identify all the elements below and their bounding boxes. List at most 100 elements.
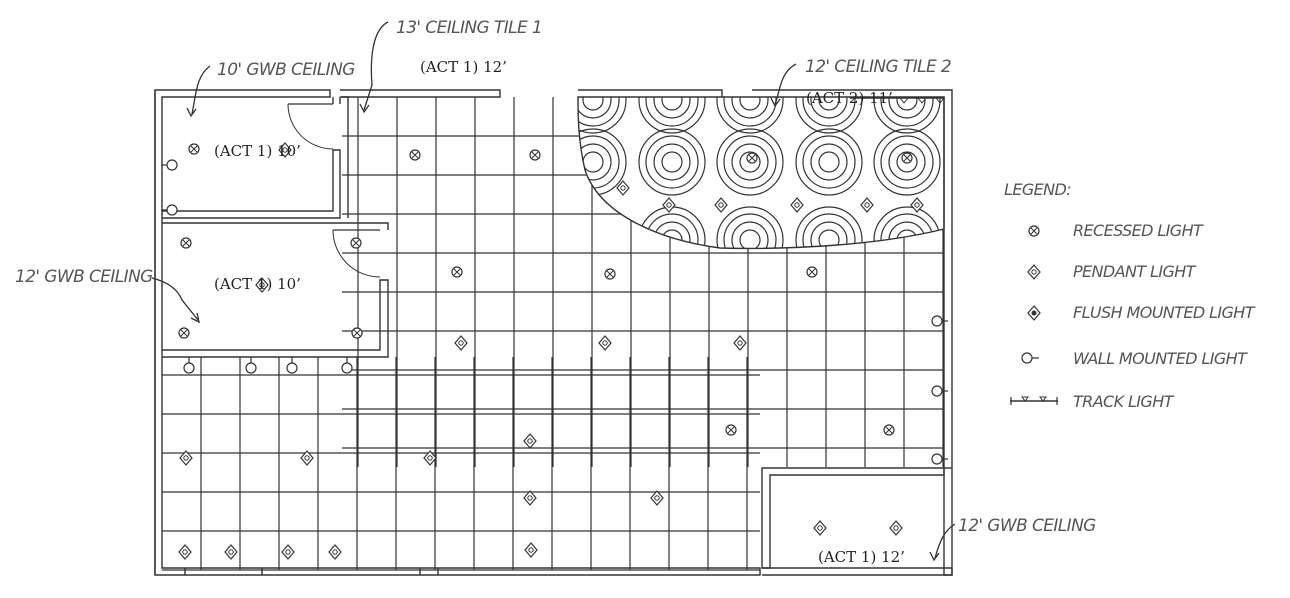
door-room-1 bbox=[287, 103, 334, 150]
recessed-light-icon bbox=[188, 143, 200, 155]
pendant-light-icon bbox=[790, 197, 804, 213]
pendant-light-icon bbox=[889, 520, 903, 536]
ceiling-tile-circle bbox=[739, 97, 761, 111]
ceiling-tile-circle bbox=[802, 213, 856, 249]
recessed-light-icon bbox=[351, 327, 363, 339]
wall-mounted-light-icon bbox=[341, 357, 353, 374]
pendant-light-icon bbox=[523, 433, 537, 449]
ceiling-tile-circle bbox=[578, 97, 627, 134]
wall-mounted-light-icon bbox=[245, 357, 257, 374]
pendant-light-icon bbox=[1027, 264, 1041, 280]
wall-mounted-light-icon bbox=[931, 453, 948, 465]
recessed-light-icon bbox=[1028, 225, 1040, 237]
ceiling-tile-circle bbox=[578, 143, 612, 181]
light-fixtures bbox=[161, 142, 948, 560]
wall-mounted-light-icon bbox=[931, 385, 948, 397]
annotation-gwb-12-right: 12' GWB CEILING bbox=[929, 516, 1097, 562]
recessed-light-icon bbox=[883, 424, 895, 436]
pendant-light-icon bbox=[423, 450, 437, 466]
annotation-ceiling-tile-1: 13' CEILING TILE 1 bbox=[359, 18, 543, 114]
legend-label-wall: WALL MOUNTED LIGHT bbox=[1073, 349, 1248, 368]
ceiling-tile-circle bbox=[818, 97, 840, 111]
recessed-light-icon bbox=[806, 266, 818, 278]
ceiling-tile-circle bbox=[795, 206, 863, 249]
legend-label-track: TRACK LIGHT bbox=[1073, 392, 1175, 411]
room-tag-act-bottom-right: (ACT 1) 12’ bbox=[818, 548, 905, 566]
ceiling-tile-circle bbox=[810, 143, 848, 181]
pendant-light-icon bbox=[524, 542, 538, 558]
recessed-light-icon bbox=[901, 152, 913, 164]
recessed-light-icon bbox=[350, 237, 362, 249]
recessed-light-icon bbox=[725, 424, 737, 436]
room-tag-act-tile2: (ACT 2) 11’ bbox=[806, 89, 893, 107]
pendant-light-icon bbox=[813, 520, 827, 536]
track-light-run bbox=[850, 97, 946, 104]
ceiling-tile-circle bbox=[888, 143, 926, 181]
annotation-gwb-10: 10' GWB CEILING bbox=[186, 60, 356, 118]
door-room-2 bbox=[332, 229, 381, 278]
legend-title: LEGEND: bbox=[1004, 180, 1071, 199]
ceiling-tile-circle bbox=[818, 151, 840, 173]
pendant-light-icon bbox=[733, 335, 747, 351]
wall-mounted-light-icon bbox=[161, 204, 178, 216]
pendant-light-icon bbox=[662, 197, 676, 213]
ceiling-tile-circle bbox=[810, 221, 848, 249]
legend-label-flush: FLUSH MOUNTED LIGHT bbox=[1073, 303, 1256, 322]
annotation-gwb-12-left: 12' GWB CEILING bbox=[15, 267, 200, 324]
pendant-light-icon bbox=[454, 335, 468, 351]
ceiling-tile-circle bbox=[880, 97, 934, 127]
pendant-light-icon bbox=[860, 197, 874, 213]
annotation-ceiling-tile-2: 12' CEILING TILE 2 bbox=[770, 57, 952, 108]
wall-mounted-light-icon bbox=[161, 159, 178, 171]
pendant-light-icon bbox=[224, 544, 238, 560]
ceiling-tile-circle bbox=[795, 97, 863, 134]
label-ceiling-tile-1: 13' CEILING TILE 1 bbox=[396, 18, 542, 38]
label-ceiling-tile-2: 12' CEILING TILE 2 bbox=[805, 57, 951, 77]
ceiling-tile-circle bbox=[723, 135, 777, 189]
ceiling-tile-circle bbox=[653, 97, 691, 119]
walls bbox=[154, 89, 953, 576]
ceiling-tile-circle bbox=[645, 135, 699, 189]
ceiling-tile-circle bbox=[661, 97, 683, 111]
room-tag-act-room1: (ACT 1) 10’ bbox=[214, 142, 301, 160]
ceiling-tile-circle bbox=[638, 128, 706, 196]
pendant-light-icon bbox=[178, 544, 192, 560]
track-light-icon bbox=[1010, 396, 1058, 405]
ceiling-tile-circle bbox=[731, 221, 769, 249]
ceiling-tile-circle bbox=[578, 97, 612, 119]
ceiling-tile-circle bbox=[578, 213, 620, 249]
pendant-light-icon bbox=[616, 180, 630, 196]
pendant-light-icon bbox=[650, 490, 664, 506]
ceiling-tile-circle bbox=[873, 97, 941, 134]
pendant-light-icon bbox=[278, 142, 292, 158]
ceiling-tile-circle bbox=[896, 97, 918, 111]
recessed-light-icon bbox=[178, 327, 190, 339]
ceiling-tile-circle bbox=[716, 128, 784, 196]
pendant-light-icon bbox=[328, 544, 342, 560]
ceiling-tile-circle bbox=[716, 97, 784, 134]
ceiling-tile-circle bbox=[739, 229, 761, 249]
recessed-light-icon bbox=[409, 149, 421, 161]
ceiling-tile-circle bbox=[739, 151, 761, 173]
wall-mounted-light-icon bbox=[931, 315, 948, 327]
room-tag-act-top: (ACT 1) 12’ bbox=[420, 58, 507, 76]
recessed-light-icon bbox=[529, 149, 541, 161]
recessed-light-icon bbox=[451, 266, 463, 278]
pendant-light-icon bbox=[523, 490, 537, 506]
room-tag-act-room2: (ACT 1) 10’ bbox=[214, 275, 301, 293]
ceiling-tile-circle bbox=[873, 128, 941, 196]
ceiling-tile-circle bbox=[582, 97, 604, 111]
ceiling-tile-circle bbox=[578, 97, 620, 127]
ceiling-tile-circle bbox=[802, 97, 856, 127]
legend-label-pendant: PENDANT LIGHT bbox=[1073, 262, 1197, 281]
recessed-light-icon bbox=[746, 152, 758, 164]
ceiling-tile-circle bbox=[802, 135, 856, 189]
label-gwb-10: 10' GWB CEILING bbox=[217, 60, 355, 80]
ceiling-tile-circle bbox=[896, 151, 918, 173]
ceiling-tile-circle bbox=[661, 151, 683, 173]
pendant-light-icon bbox=[179, 450, 193, 466]
legend: LEGEND: RECESSED LIGHT PENDANT LIGHT FLU… bbox=[1004, 180, 1256, 411]
ceiling-tile-circle bbox=[731, 143, 769, 181]
recessed-light-icon bbox=[180, 237, 192, 249]
legend-label-recessed: RECESSED LIGHT bbox=[1073, 221, 1204, 240]
